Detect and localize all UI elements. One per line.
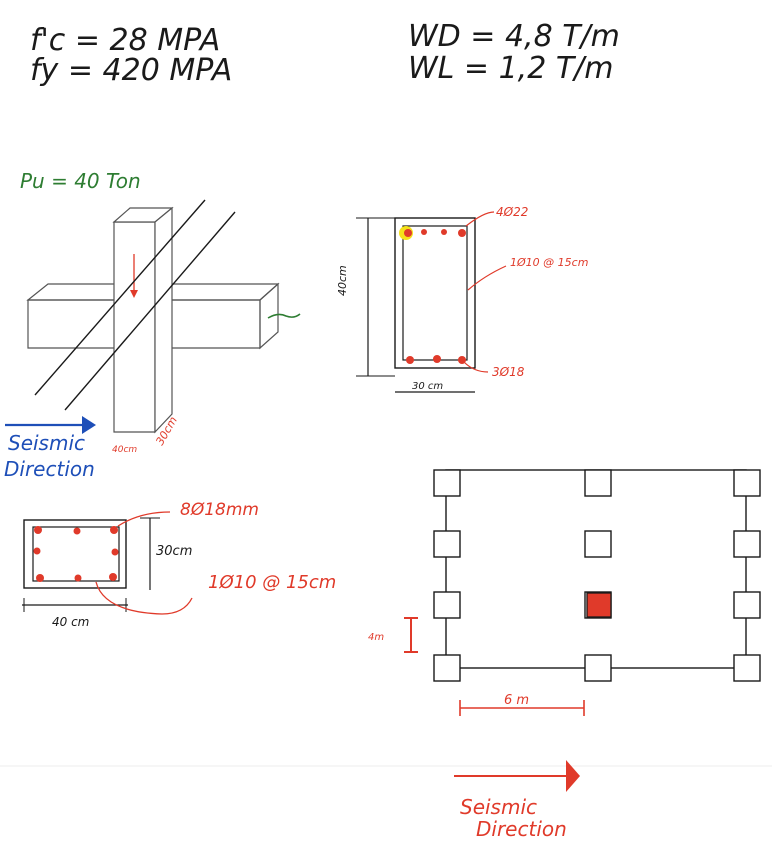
column-dim-40: 40cm (112, 445, 137, 455)
top-bar (421, 229, 427, 235)
beam-side (259, 282, 279, 350)
beam-height-label: 30cm (156, 544, 192, 559)
material-properties: f'c = 28 MPA fy = 420 MPA WD = 4,8 T/m W… (30, 19, 620, 88)
seismic-left-line1: Seismic (8, 431, 85, 455)
column-side (154, 206, 173, 434)
column-outline (394, 217, 476, 369)
plan-outline (445, 469, 747, 669)
stirrup-leader (467, 265, 507, 291)
beam-bar (111, 548, 119, 556)
plan-column (733, 530, 761, 558)
plan-column-grid (433, 469, 761, 682)
seismic-direction-left: Seismic Direction (4, 416, 96, 481)
plan-column (733, 469, 761, 497)
plan-column (433, 654, 461, 682)
column-front (113, 221, 156, 433)
top-bar (441, 229, 447, 235)
fy-label: fy = 420 MPA (30, 53, 232, 88)
seismic-arrow-bottom-head (566, 760, 580, 792)
plan-column (433, 469, 461, 497)
beam-section: 8Ø18mm 30cm 40 cm 1Ø10 @ 15cm (22, 500, 336, 629)
fc-label: f'c = 28 MPA (30, 23, 220, 58)
wd-label: WD = 4,8 T/m (408, 19, 620, 54)
plan-column (584, 530, 612, 558)
plan-column (433, 530, 461, 558)
spacing-y-label: 4m (368, 632, 384, 643)
column-section: 40cm 30 cm 4Ø22 1Ø10 @ 15cm 3Ø18 (336, 205, 588, 393)
top-bar (404, 229, 412, 237)
seismic-bottom-line2: Direction (476, 817, 567, 841)
seismic-left-line2: Direction (4, 457, 95, 481)
load-arrow-head (130, 290, 138, 298)
column-height-label: 40cm (336, 265, 349, 296)
beam-bars-label: 8Ø18mm (180, 500, 259, 520)
beam-bars-leader (117, 511, 171, 527)
column-width-label: 30 cm (412, 381, 443, 392)
beam-stirrup-label: 1Ø10 @ 15cm (208, 572, 336, 593)
beam-marker (267, 313, 301, 319)
top-bars-leader (465, 211, 495, 227)
seismic-bottom-line1: Seismic (460, 795, 537, 819)
beam-bar (73, 527, 81, 535)
beam-outline (23, 519, 127, 589)
section-line-1 (34, 199, 206, 396)
plan-column (433, 591, 461, 619)
beam-bar (74, 574, 82, 582)
column-stirrup (402, 225, 468, 361)
seismic-arrow-left-head (82, 416, 96, 434)
section-line-2 (64, 211, 236, 411)
beam-bar (34, 526, 42, 534)
column-stirrup-label: 1Ø10 @ 15cm (510, 256, 588, 269)
beam-bar (109, 573, 117, 581)
beam-bar (33, 547, 41, 555)
plan-column (584, 469, 612, 497)
top-bar (458, 229, 466, 237)
plan-column (584, 654, 612, 682)
plan-column (733, 591, 761, 619)
bottom-bar (406, 356, 414, 364)
bottom-bars-label: 3Ø18 (492, 365, 525, 379)
spacing-x-label: 6 m (504, 693, 529, 708)
seismic-direction-bottom: Seismic Direction (454, 760, 580, 841)
bottom-bars-leader (463, 361, 489, 373)
selected-column (586, 592, 612, 618)
wl-label: WL = 1,2 T/m (408, 51, 614, 86)
beam-stirrup-leader (95, 581, 193, 615)
beam-bar (36, 574, 44, 582)
beam-bar (110, 526, 118, 534)
plan-column (733, 654, 761, 682)
beam-stirrup (32, 526, 120, 582)
beam-column-joint: Pu = 40 Ton 40cm 30cm (20, 169, 301, 455)
pu-label: Pu = 40 Ton (20, 169, 141, 193)
top-bars-label: 4Ø22 (496, 205, 528, 219)
plan-view: 4m 6 m (368, 469, 761, 716)
beam-width-label: 40 cm (52, 615, 89, 629)
bottom-bar (433, 355, 441, 363)
